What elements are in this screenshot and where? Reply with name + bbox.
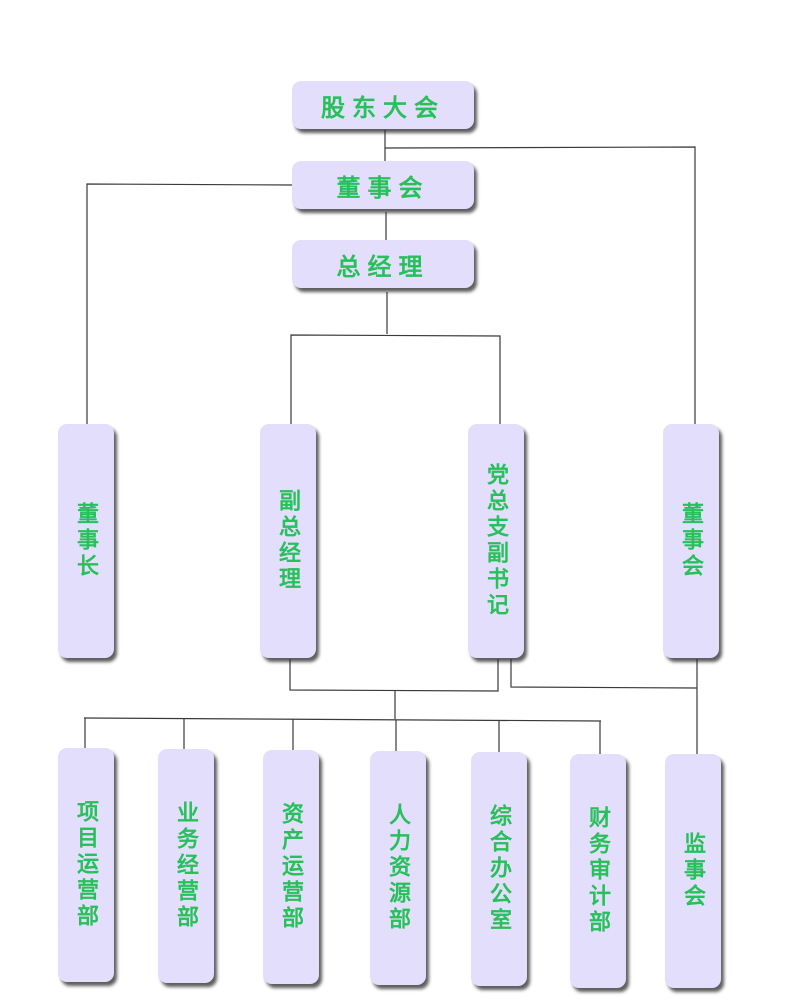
node-label: 综合办公室 [486, 804, 512, 934]
node-label: 资产运营部 [278, 802, 304, 932]
node-board-right[interactable]: 董事会 [663, 424, 719, 658]
node-deputy-gm[interactable]: 副总经理 [260, 424, 316, 658]
node-business-ops[interactable]: 业务经营部 [158, 749, 214, 983]
node-chairman[interactable]: 董事长 [58, 424, 114, 658]
connector-board-chairman [86, 183, 293, 424]
node-label: 董事会 [678, 502, 704, 580]
node-label: 董事长 [73, 502, 99, 580]
node-label: 监事会 [680, 832, 706, 910]
node-board[interactable]: 董事会 [292, 161, 474, 209]
connector-gm-deputy-gm [290, 334, 501, 424]
node-project-ops[interactable]: 项目运营部 [58, 748, 114, 982]
node-hr[interactable]: 人力资源部 [370, 751, 426, 985]
node-label: 副总经理 [275, 489, 301, 593]
node-label: 董事会 [336, 172, 430, 202]
connector-party-supervisory [510, 659, 698, 689]
node-asset-ops[interactable]: 资产运营部 [263, 750, 319, 984]
node-general-manager[interactable]: 总经理 [292, 240, 474, 288]
node-label: 项目运营部 [73, 800, 99, 930]
node-label: 股东大会 [321, 92, 445, 122]
connector-department-bus [83, 717, 602, 722]
node-general-office[interactable]: 综合办公室 [471, 752, 527, 986]
connector-shareholders-board-right [384, 146, 696, 424]
node-label: 人力资源部 [385, 803, 411, 933]
node-label: 业务经营部 [173, 801, 199, 931]
node-shareholders[interactable]: 股东大会 [292, 81, 474, 129]
node-label: 财务审计部 [585, 806, 611, 936]
node-finance-audit[interactable]: 财务审计部 [570, 754, 626, 988]
node-label: 党总支副书记 [483, 463, 509, 619]
node-party-deputy-secretary[interactable]: 党总支副书记 [468, 424, 524, 658]
node-label: 总经理 [336, 251, 430, 281]
node-supervisory-board[interactable]: 监事会 [665, 754, 721, 988]
connector-deputy-merge [289, 659, 499, 692]
